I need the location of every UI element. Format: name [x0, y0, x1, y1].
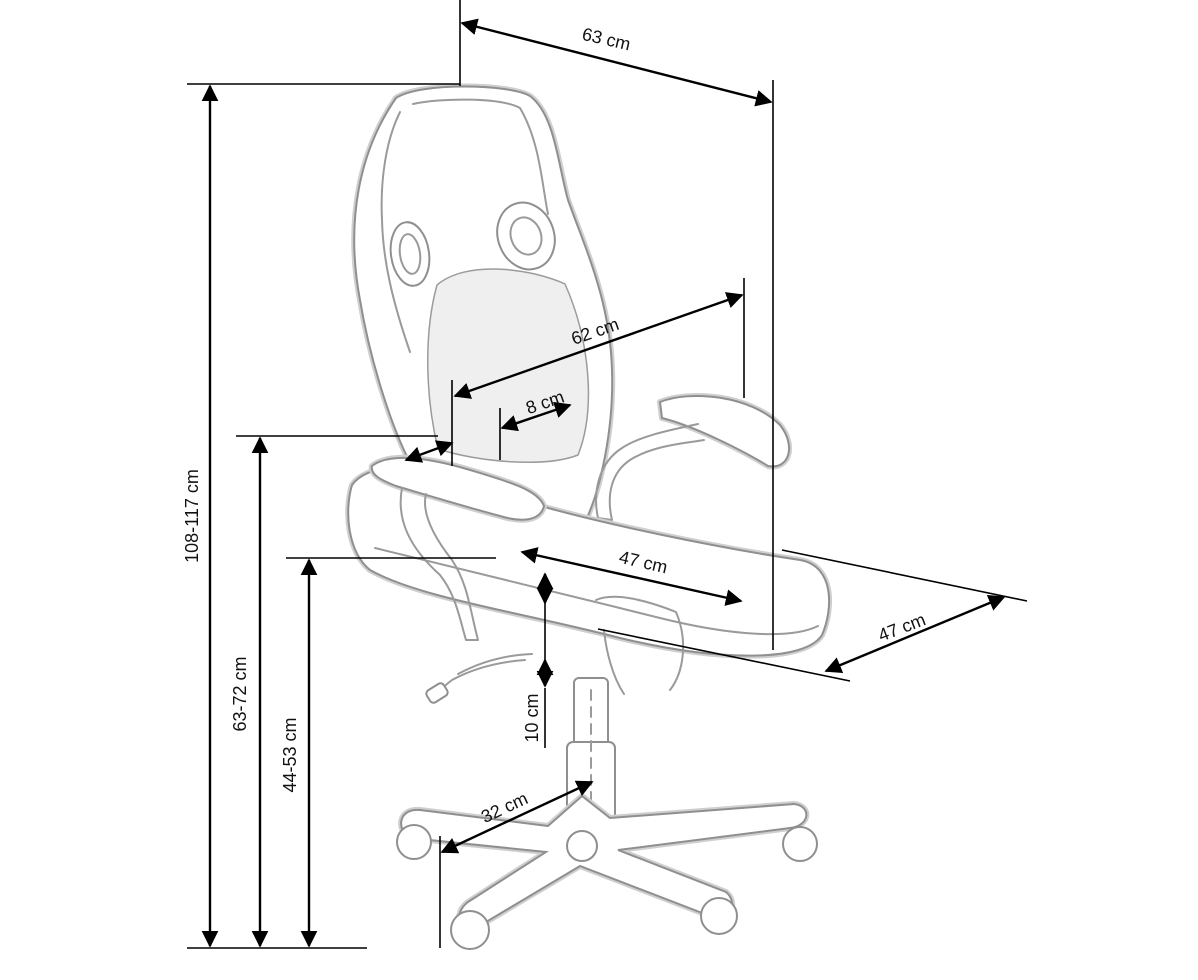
top-width-label: 63 cm [580, 24, 632, 55]
seat-height-label: 44-53 cm [280, 717, 300, 792]
dimension-gas-lift-travel: 10 cm [522, 572, 554, 748]
total-height-label: 108-117 cm [182, 469, 202, 563]
armrest-height-label: 63-72 cm [230, 656, 250, 731]
gas-lift-travel-label: 10 cm [522, 693, 542, 742]
dimension-seat-height: 44-53 cm [280, 557, 496, 948]
dimension-armrest-height: 63-72 cm [230, 435, 438, 948]
dimension-top-width: 63 cm [459, 0, 774, 650]
office-chair-illustration [345, 83, 833, 950]
dimension-total-height: 108-117 cm [182, 83, 460, 949]
